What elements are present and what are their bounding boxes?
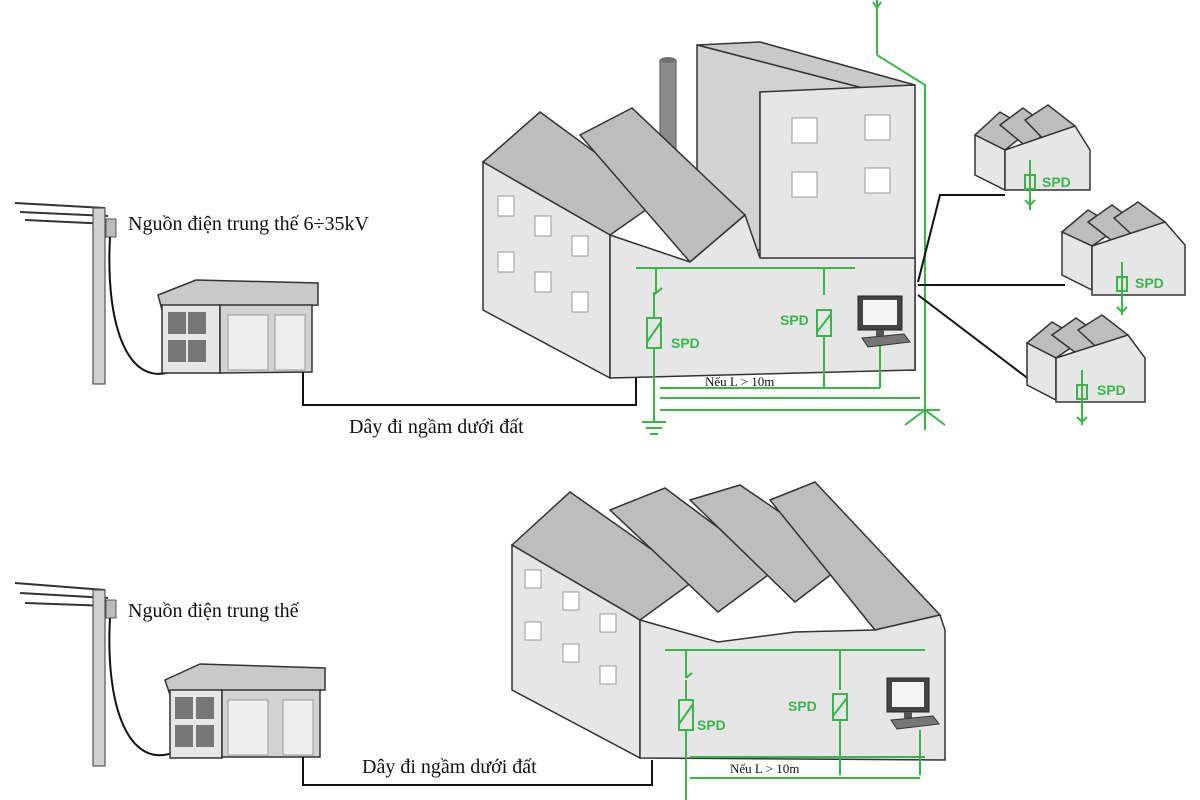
top-diagram: Nguồn điện trung thế 6÷35kV Dây đi ngầm …	[14, 0, 1186, 438]
spd-label: SPD	[788, 698, 817, 714]
spd-label: SPD	[1042, 174, 1071, 190]
power-source-label: Nguồn điện trung thế 6÷35kV	[128, 213, 370, 235]
distance-label: Nếu L > 10m	[730, 761, 799, 776]
computer-icon	[886, 677, 940, 730]
transformer-kiosk-icon	[164, 663, 326, 759]
underground-cable-label: Dây đi ngầm dưới đất	[362, 756, 537, 778]
utility-pole-icon	[14, 202, 117, 385]
small-building	[1025, 314, 1146, 425]
transformer-kiosk-icon	[157, 279, 319, 374]
bottom-ground-network	[665, 649, 925, 800]
small-building	[1060, 201, 1186, 315]
pole-cable	[108, 236, 176, 375]
small-building	[973, 104, 1091, 210]
branch-cable	[917, 194, 1005, 283]
utility-pole-icon	[14, 582, 117, 767]
spd-label: SPD	[671, 335, 700, 351]
computer-icon	[857, 295, 911, 348]
branch-cable	[917, 294, 1031, 381]
spd-label: SPD	[780, 312, 809, 328]
underground-cable	[302, 757, 653, 786]
top-ground-network	[636, 0, 946, 435]
spd-label: SPD	[1097, 382, 1126, 398]
distance-label: Nếu L > 10m	[705, 374, 774, 389]
factory-building	[481, 107, 916, 380]
spd-label: SPD	[697, 717, 726, 733]
pole-cable	[108, 617, 176, 757]
factory-building	[510, 481, 946, 761]
bottom-diagram: Nguồn điện trung thế Dây đi ngầm dưới đấ…	[14, 481, 946, 800]
power-source-label: Nguồn điện trung thế	[128, 600, 300, 622]
underground-cable-label: Dây đi ngầm dưới đất	[349, 416, 524, 438]
spd-label: SPD	[1135, 275, 1164, 291]
